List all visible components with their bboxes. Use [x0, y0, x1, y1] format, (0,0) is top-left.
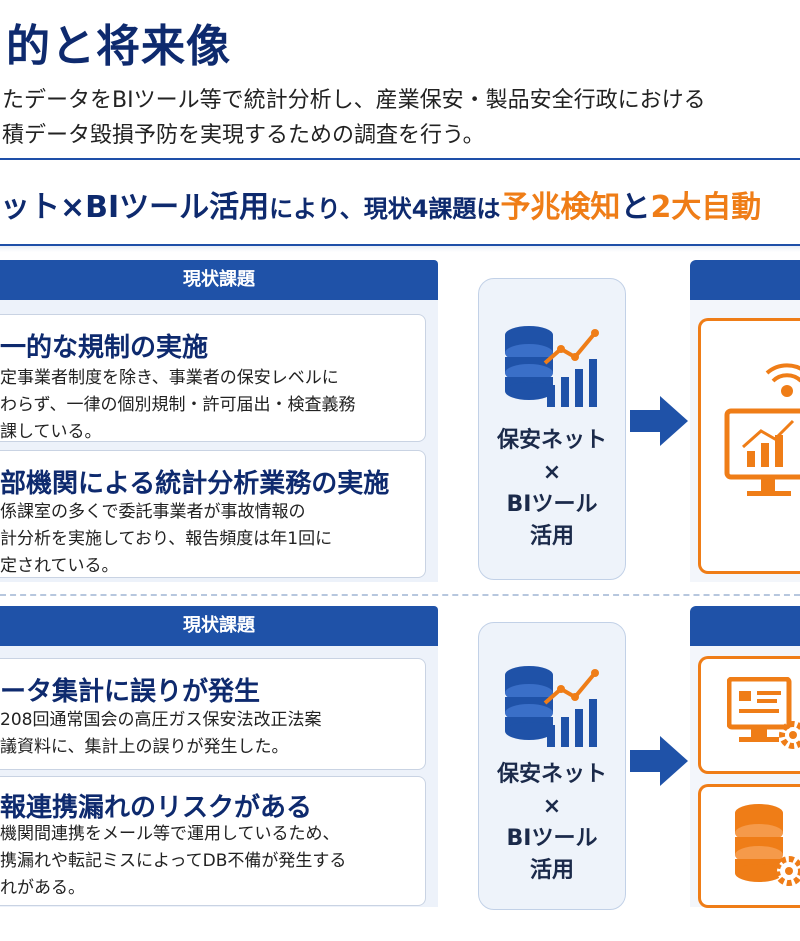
- issue-card-line: 携漏れや転記ミスによってDB不備が発生する: [0, 851, 347, 871]
- solution-box-1: 保安ネット × BIツール 活用: [478, 278, 626, 580]
- solution-line-2: ×: [542, 794, 562, 819]
- issue-card-line: 208回通常国会の高圧ガス保安法改正法案: [0, 710, 322, 730]
- issue-card-3: ータ集計に誤りが発生 208回通常国会の高圧ガス保安法改正法案 議資料に、集計上…: [0, 658, 426, 770]
- banner-part-5: 2大自動: [650, 190, 762, 225]
- description-line-2: 積データ毀損予防を実現するための調査を行う。: [2, 123, 485, 148]
- issue-card-line: 定事業者制度を除き、事業者の保安レベルに: [0, 368, 339, 388]
- result-head-2: [690, 606, 800, 646]
- database-chart-icon: [505, 326, 599, 407]
- issue-card-4: 報連携漏れのリスクがある 機関間連携をメール等で運用しているため、 携漏れや転記…: [0, 776, 426, 906]
- solution-line-4: 活用: [529, 858, 574, 883]
- solution-line-3: BIツール: [506, 826, 598, 851]
- issue-card-line: 課している。: [0, 422, 102, 442]
- result-head-1: [690, 260, 800, 300]
- database-gear-icon: [735, 804, 800, 886]
- issue-card-body: 208回通常国会の高圧ガス保安法改正法案 議資料に、集計上の誤りが発生した。: [0, 707, 321, 761]
- description-line-1: たデータをBIツール等で統計分析し、産業保安・製品安全行政における: [2, 88, 706, 113]
- section-2-head: 現状課題: [0, 606, 438, 646]
- solution-line-1: 保安ネット: [496, 428, 607, 453]
- issue-card-line: 定されている。: [0, 556, 119, 576]
- issue-card-2: 部機関による統計分析業務の実施 係課室の多くで委託事業者が事故情報の 計分析を実…: [0, 450, 426, 578]
- issue-card-line: れがある。: [0, 878, 85, 898]
- section-1-head: 現状課題: [0, 260, 438, 300]
- result-card-1: [698, 318, 800, 574]
- solution-line-3: BIツール: [506, 492, 598, 517]
- solution-line-1: 保安ネット: [496, 762, 607, 787]
- issue-card-line: 係課室の多くで委託事業者が事故情報の: [0, 502, 306, 522]
- issue-card-1: 一的な規制の実施 定事業者制度を除き、事業者の保安レベルに わらず、一律の個別規…: [0, 314, 426, 442]
- solution-line-2: ×: [542, 460, 562, 485]
- banner-part-3: 予兆検知: [500, 190, 621, 225]
- solution-box-2: 保安ネット × BIツール 活用: [478, 622, 626, 910]
- banner-shadow: [0, 246, 800, 252]
- banner-part-1: ット×BIツール活用: [0, 190, 270, 225]
- issue-card-line: 計分析を実施しており、報告頻度は年1回に: [0, 529, 333, 549]
- issue-card-line: 議資料に、集計上の誤りが発生した。: [0, 737, 289, 757]
- solution-line-4: 活用: [529, 524, 574, 549]
- page-title: 的と将来像: [6, 21, 231, 72]
- summary-banner: ット×BIツール活用により、現状4課題は予兆検知と2大自動: [0, 178, 800, 238]
- arrow-right-icon: [630, 736, 688, 786]
- issue-card-line: わらず、一律の個別規制・許可届出・検査義務: [0, 395, 356, 415]
- monitor-analytics-icon: [724, 363, 800, 496]
- header-rule: [0, 158, 800, 160]
- issue-card-body: 定事業者制度を除き、事業者の保安レベルに わらず、一律の個別規制・許可届出・検査…: [0, 365, 355, 446]
- issue-card-title: 報連携漏れのリスクがある: [0, 793, 313, 823]
- banner-part-2: により、現状4課題は: [269, 195, 501, 223]
- section-divider: [0, 594, 800, 596]
- result-card-2: [698, 656, 800, 774]
- issue-card-line: 機関間連携をメール等で運用しているため、: [0, 824, 340, 844]
- issue-card-title: ータ集計に誤りが発生: [0, 677, 261, 707]
- banner-rule: [0, 244, 800, 246]
- issue-card-body: 機関間連携をメール等で運用しているため、 携漏れや転記ミスによってDB不備が発生…: [0, 821, 346, 902]
- issue-card-body: 係課室の多くで委託事業者が事故情報の 計分析を実施しており、報告頻度は年1回に …: [0, 499, 332, 580]
- document-gear-icon: [727, 677, 800, 749]
- issue-card-title: 部機関による統計分析業務の実施: [0, 469, 390, 499]
- issue-card-title: 一的な規制の実施: [0, 333, 209, 363]
- result-card-3: [698, 784, 800, 908]
- banner-part-4: と: [620, 190, 651, 225]
- arrow-right-icon: [630, 396, 688, 446]
- database-chart-icon: [505, 666, 599, 747]
